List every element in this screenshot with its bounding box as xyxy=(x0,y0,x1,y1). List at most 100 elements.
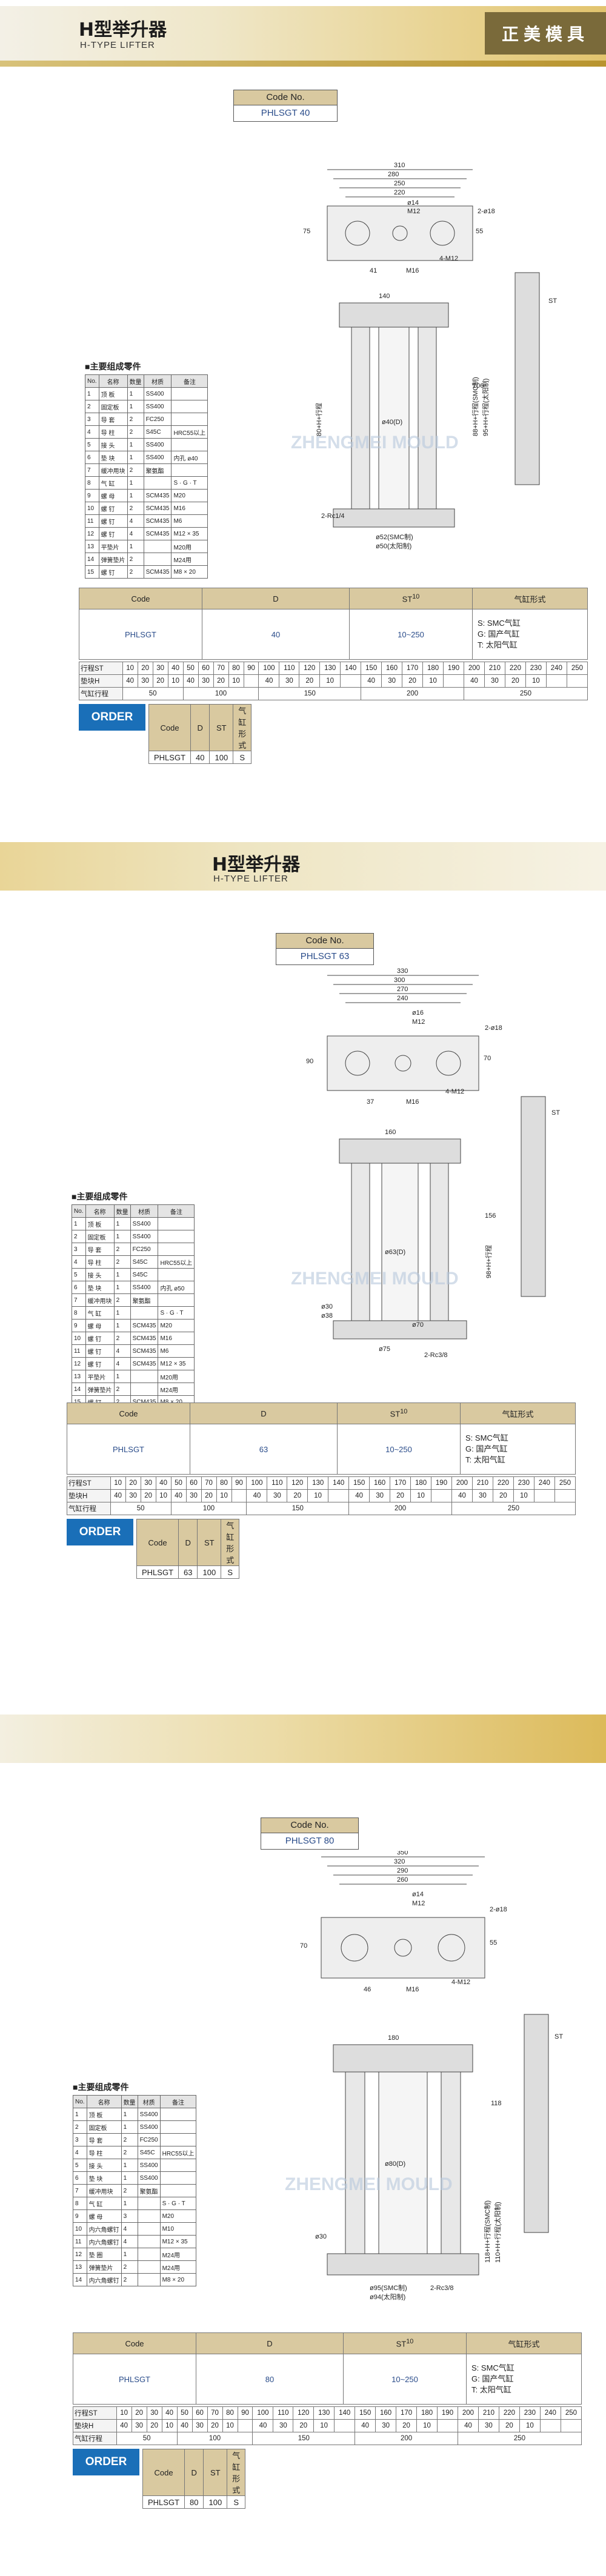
table-cell: 20 xyxy=(299,674,321,688)
table-cell: 气缸行程 xyxy=(73,2432,117,2445)
table-cell xyxy=(130,1383,159,1396)
table-cell: 导 柱 xyxy=(85,1255,115,1269)
table-cell: 130 xyxy=(307,1476,329,1490)
table-cell: 垫块H xyxy=(79,674,123,688)
table-cell: 40 xyxy=(463,674,485,688)
brand-logo: 正美模具 xyxy=(485,12,606,55)
table-cell: M24用 xyxy=(158,1383,195,1396)
table-cell: SCM435 xyxy=(130,1344,159,1358)
table-cell xyxy=(159,2108,197,2121)
dim-label: ø63(D) xyxy=(385,1249,405,1256)
dim-label: 37 xyxy=(367,1098,374,1106)
table-cell: 40 xyxy=(122,674,138,688)
table-cell: 220 xyxy=(498,2406,520,2420)
table-cell: 接 头 xyxy=(85,1268,115,1281)
dim-label: ø30 xyxy=(321,1303,333,1310)
table-cell: 130 xyxy=(319,662,341,675)
table-cell: 90 xyxy=(243,662,259,675)
table-cell: M12 × 35 xyxy=(171,527,208,540)
table-cell: 100 xyxy=(258,662,280,675)
table-cell: 4 xyxy=(85,425,99,439)
dim-label: 160 xyxy=(385,1129,396,1136)
table-cell: FC250 xyxy=(143,413,172,426)
table-cell: 120 xyxy=(299,662,321,675)
table-cell: 20 xyxy=(396,2419,418,2432)
table-cell: 10 xyxy=(73,2222,87,2236)
table-cell xyxy=(143,553,172,566)
dim-label: 220 xyxy=(394,189,405,196)
table-cell: 20 xyxy=(504,674,526,688)
table-cell: 聚氨酯 xyxy=(143,463,172,477)
table-cell: 2 xyxy=(127,502,144,515)
table-cell: 100 xyxy=(246,1476,268,1490)
table-cell: 行程ST xyxy=(67,1476,111,1490)
table-cell: 12 xyxy=(73,2248,87,2261)
dim-label: M16 xyxy=(406,1098,419,1106)
table-cell: 30 xyxy=(152,662,168,675)
table-cell: 140 xyxy=(334,2406,356,2420)
table-cell: M12 × 35 xyxy=(158,1357,195,1370)
table-cell: 导 套 xyxy=(85,1243,115,1256)
dim-label: 270 xyxy=(397,986,408,993)
table-cell xyxy=(130,1306,159,1320)
table-cell xyxy=(171,438,208,451)
page-subtitle: H-TYPE LIFTER xyxy=(80,40,155,50)
dim-label: 260 xyxy=(397,1876,408,1884)
table-cell xyxy=(560,2419,582,2432)
table-cell xyxy=(539,2419,561,2432)
table-cell: 100 xyxy=(170,1502,247,1515)
table-cell: 200 xyxy=(355,2432,458,2445)
table-cell: 40 xyxy=(176,2419,193,2432)
table-cell: 1 xyxy=(113,1230,131,1243)
table-cell: 220 xyxy=(504,662,526,675)
table-cell: 2 xyxy=(113,1293,131,1307)
table-cell: 110 xyxy=(273,2406,294,2420)
table-cell: 30 xyxy=(140,1476,156,1490)
table-cell: 80 xyxy=(222,2406,238,2420)
table-cell: 140 xyxy=(328,1476,350,1490)
table-cell xyxy=(171,413,208,426)
table-cell: M6 xyxy=(171,514,208,528)
table-cell: 40 xyxy=(246,1489,268,1502)
table-cell: 200 xyxy=(451,1476,473,1490)
table-cell: 10 xyxy=(416,2419,438,2432)
table-cell: 100 xyxy=(182,687,259,700)
table-cell: 接 头 xyxy=(98,438,128,451)
order-badge: ORDER xyxy=(73,2449,139,2475)
dim-label: 70 xyxy=(300,1942,307,1950)
section-63: H型举升器 H-TYPE LIFTER Code No. PHLSGT 63 3… xyxy=(0,842,606,1648)
table-cell: M6 xyxy=(158,1344,195,1358)
table-cell: 8 xyxy=(85,476,99,490)
table-cell: 10 xyxy=(513,1489,534,1502)
table-cell: M16 xyxy=(158,1332,195,1345)
parts-title: ■主要组成零件 xyxy=(72,1192,128,1201)
table-cell: 40 xyxy=(182,674,199,688)
table-cell: 固定板 xyxy=(98,400,128,413)
dim-label: 2-Rc3/8 xyxy=(424,1352,448,1359)
table-cell: 螺 钉 xyxy=(98,502,128,515)
table-cell xyxy=(340,674,362,688)
table-cell: 螺 钉 xyxy=(85,1332,115,1345)
table-cell: 10 xyxy=(72,1332,86,1345)
table-cell: 内六角螺钉 xyxy=(86,2235,122,2248)
table-cell: 30 xyxy=(131,2419,147,2432)
table-cell: SS400 xyxy=(130,1281,159,1294)
spec-table: Code D ST10 气缸形式 PHLSGT 80 10~250 S: SMC… xyxy=(73,2332,582,2405)
table-cell xyxy=(158,1268,195,1281)
table-cell: 14 xyxy=(72,1383,86,1396)
table-cell: 4 xyxy=(73,2146,87,2159)
